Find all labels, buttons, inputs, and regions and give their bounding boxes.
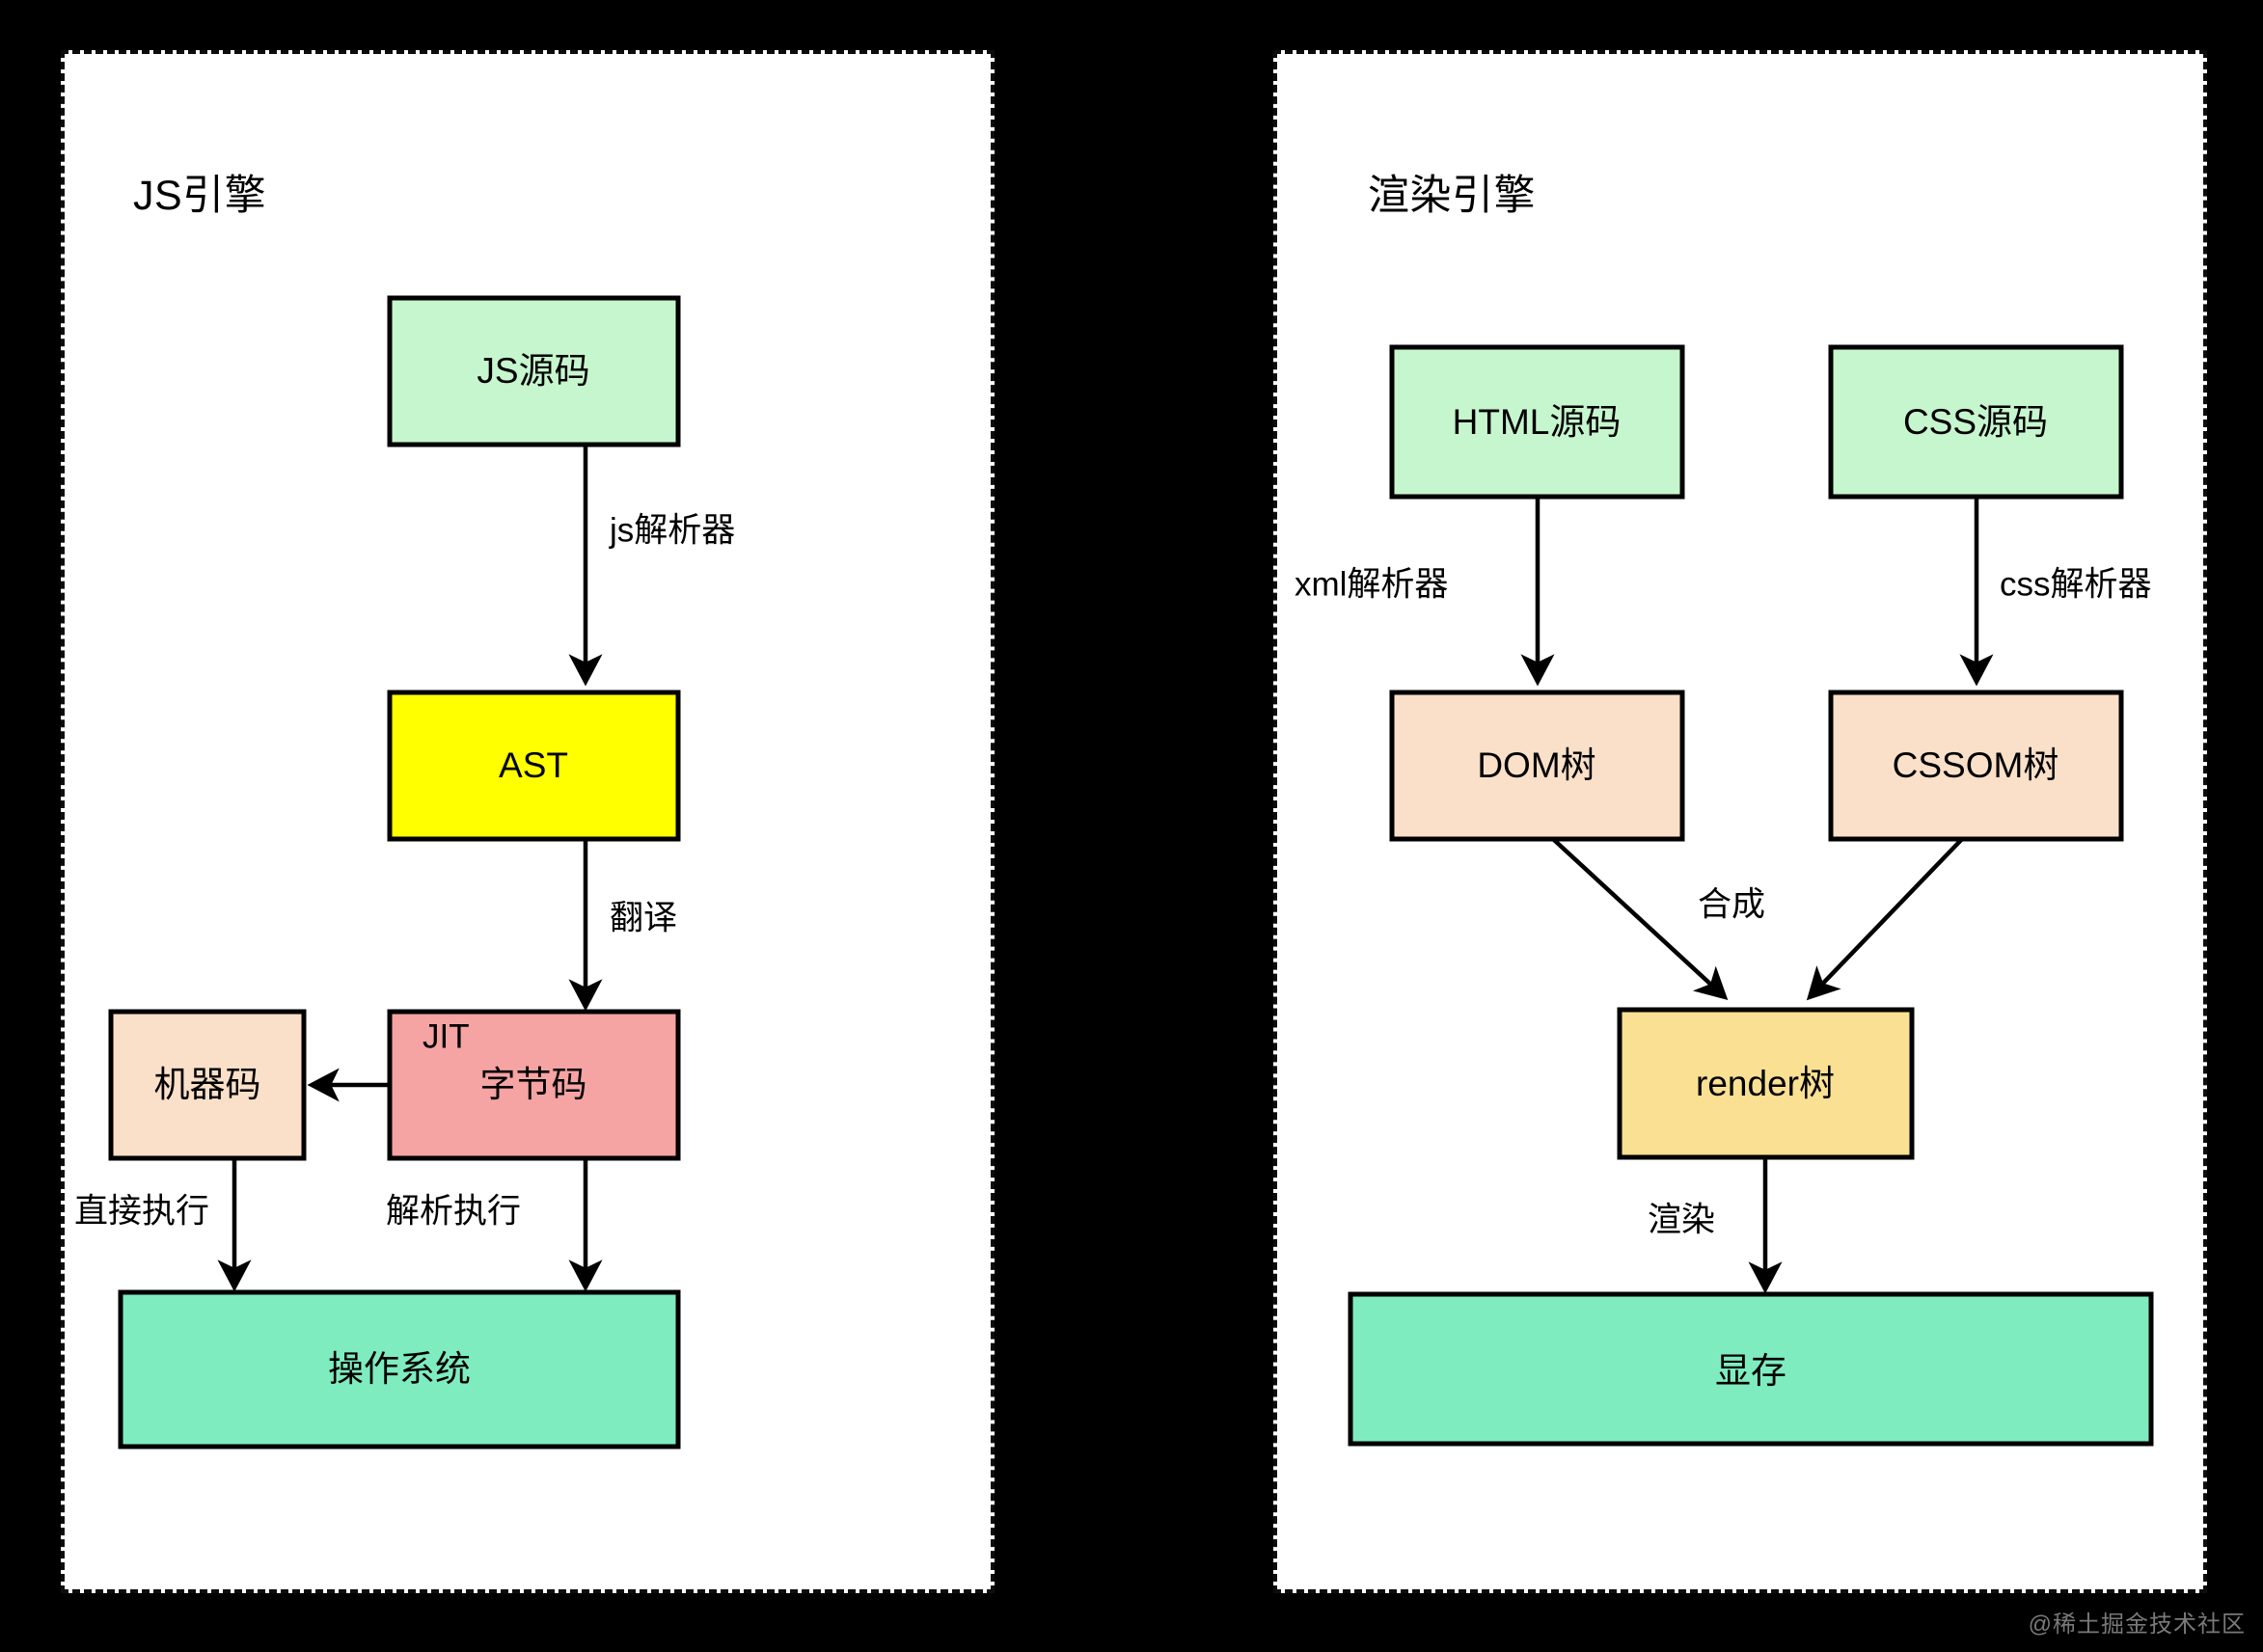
panel-js-engine: JS引擎 JS源码 AST [61, 50, 995, 1593]
node-html-source[interactable]: HTML源码 [1389, 344, 1685, 500]
node-cssom-tree-box [1828, 690, 2124, 842]
node-render-tree-label: render树 [1696, 1064, 1835, 1103]
node-dom-tree-label: DOM树 [1477, 745, 1595, 785]
node-operating-system[interactable]: 操作系统 [118, 1289, 681, 1449]
js-engine-flow: JS源码 AST 字节码 机器码 操作系统 js解析器 翻译 JIT [74, 295, 735, 1449]
node-html-source-box [1389, 344, 1685, 500]
node-ast-label: AST [499, 745, 568, 785]
node-cssom-tree-label: CSSOM树 [1893, 745, 2059, 785]
node-html-source-label: HTML源码 [1453, 402, 1622, 442]
node-render-tree[interactable]: render树 [1617, 1007, 1915, 1160]
node-js-source-box [387, 295, 681, 447]
node-bytecode[interactable]: 字节码 [387, 1009, 681, 1161]
watermark: @稀土掘金技术社区 [2028, 1611, 2246, 1638]
edge-label-js-parser: js解析器 [609, 511, 735, 549]
edge-label-translate: 翻译 [610, 899, 677, 936]
node-machine-code-label: 机器码 [154, 1065, 261, 1104]
node-css-source[interactable]: CSS源码 [1828, 344, 2124, 500]
edge-label-interpret-exec: 解析执行 [386, 1192, 521, 1230]
node-machine-code-box [108, 1009, 307, 1161]
node-vram[interactable]: 显存 [1348, 1291, 2154, 1447]
edge-label-jit: JIT [423, 1017, 470, 1055]
panel-render-engine-title: 渲染引擎 [1368, 173, 1536, 219]
node-operating-system-box [118, 1289, 681, 1449]
node-css-source-label: CSS源码 [1903, 402, 2048, 442]
render-engine-flow: HTML源码 CSS源码 DOM树 CSSOM树 render树 显存 [1295, 344, 2154, 1447]
edge-label-css-parser: css解析器 [2000, 565, 2152, 603]
node-css-source-box [1828, 344, 2124, 500]
node-bytecode-label: 字节码 [480, 1065, 587, 1104]
panel-render-engine: 渲染引擎 HTML源码 CSS源码 [1273, 50, 2207, 1593]
node-dom-tree[interactable]: DOM树 [1389, 690, 1685, 842]
node-machine-code[interactable]: 机器码 [108, 1009, 307, 1161]
panel-js-engine-title: JS引擎 [133, 173, 267, 219]
edge-label-render: 渲染 [1648, 1201, 1715, 1238]
node-vram-box [1348, 1291, 2154, 1447]
edge-label-direct-exec: 直接执行 [74, 1192, 209, 1230]
node-operating-system-label: 操作系统 [328, 1349, 471, 1389]
node-cssom-tree[interactable]: CSSOM树 [1828, 690, 2124, 842]
node-vram-label: 显存 [1715, 1351, 1786, 1391]
edge-dom-tree-to-render-tree [1551, 837, 1729, 1001]
node-ast-box [387, 690, 681, 842]
node-js-source-label: JS源码 [477, 351, 589, 391]
node-js-source[interactable]: JS源码 [387, 295, 681, 447]
node-render-tree-box [1617, 1007, 1915, 1160]
node-ast[interactable]: AST [387, 690, 681, 842]
edge-label-xml-parser: xml解析器 [1295, 565, 1448, 603]
edge-cssom-tree-to-render-tree [1806, 837, 1964, 1001]
node-dom-tree-box [1389, 690, 1685, 842]
edge-label-composite: 合成 [1698, 885, 1765, 923]
node-bytecode-box [387, 1009, 681, 1161]
